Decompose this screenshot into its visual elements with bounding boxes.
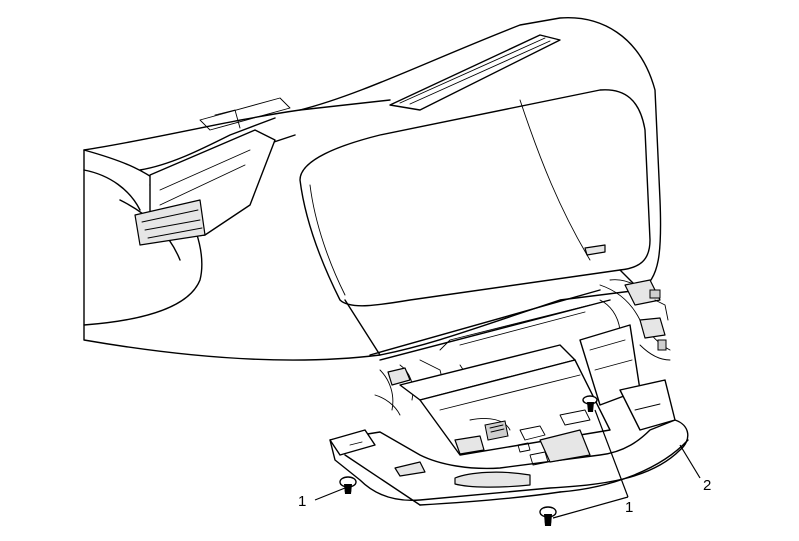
callout-2: 2: [703, 477, 711, 494]
glove-box-door: [299, 89, 651, 356]
wiring-harness: [599, 279, 671, 361]
fastener-center: [582, 395, 598, 412]
fastener-bottom: [539, 506, 557, 526]
defrost-vent: [299, 34, 561, 111]
fastener-left: [339, 476, 357, 494]
glove-box-opening: [369, 289, 611, 361]
callout-1-right: 1: [625, 499, 633, 516]
center-stack: [134, 97, 291, 246]
callout-1-left: 1: [298, 493, 306, 510]
leader-lines: [314, 409, 701, 519]
lower-trim-panel: [329, 324, 689, 506]
